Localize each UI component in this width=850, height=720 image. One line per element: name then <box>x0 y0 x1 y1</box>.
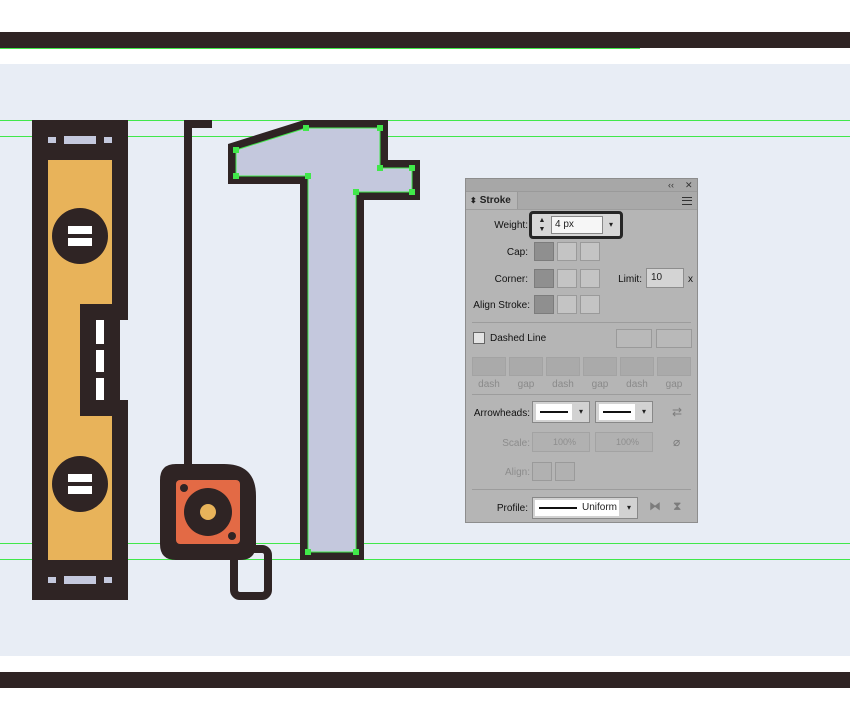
bottom-dark-bar <box>0 672 850 688</box>
link-scale-icon[interactable]: ⌀ <box>673 435 681 449</box>
miter-join-button[interactable] <box>534 269 554 288</box>
tab-stroke-label: Stroke <box>479 195 511 206</box>
dash-2-field[interactable] <box>546 357 580 376</box>
gap-1-field[interactable] <box>509 357 543 376</box>
arrowheads-label: Arrowheads: <box>473 408 530 419</box>
profile-label: Profile: <box>496 503 528 514</box>
profile-value: Uniform <box>581 502 617 513</box>
guide-line-lower-2[interactable] <box>0 559 850 560</box>
scale-end-input[interactable]: 100% <box>595 432 653 452</box>
panel-divider-2 <box>472 394 691 395</box>
panel-title-bar[interactable]: ‹‹ ✕ <box>466 179 697 192</box>
limit-unit: x <box>688 274 693 285</box>
chevron-down-icon[interactable]: ▾ <box>626 503 631 512</box>
stroke-panel: ‹‹ ✕ ⬍Stroke Weight: ▲▼ 4 px ▾ Cap: Corn… <box>465 178 698 523</box>
gap-3-label: gap <box>665 379 683 390</box>
chevron-down-icon[interactable]: ▼ <box>538 226 546 233</box>
dash-3-field[interactable] <box>620 357 654 376</box>
projecting-cap-button[interactable] <box>580 242 600 261</box>
corner-label: Corner: <box>494 274 528 285</box>
guide-line-lower-1[interactable] <box>0 543 850 544</box>
close-icon[interactable]: ✕ <box>685 180 693 190</box>
guide-line-upper-1[interactable] <box>0 120 850 121</box>
dash-2-label: dash <box>552 379 574 390</box>
chevron-down-icon[interactable]: ▾ <box>578 407 583 416</box>
gap-3-field[interactable] <box>657 357 691 376</box>
align-outside-button[interactable] <box>580 295 600 314</box>
dash-1-label: dash <box>478 379 500 390</box>
panel-divider-1 <box>472 322 691 323</box>
round-cap-button[interactable] <box>557 242 577 261</box>
arrow-extend-button[interactable] <box>532 462 552 481</box>
gap-1-label: gap <box>517 379 535 390</box>
round-join-button[interactable] <box>557 269 577 288</box>
tab-stroke[interactable]: ⬍Stroke <box>466 192 518 209</box>
align-stroke-label: Align Stroke: <box>473 300 530 311</box>
profile-select[interactable]: Uniform ▾ <box>532 497 638 519</box>
arrow-place-button[interactable] <box>555 462 575 481</box>
weight-dropdown-icon[interactable]: ▾ <box>608 220 613 229</box>
dash-1-field[interactable] <box>472 357 506 376</box>
butt-cap-button[interactable] <box>534 242 554 261</box>
gap-2-label: gap <box>591 379 609 390</box>
artboard-canvas[interactable] <box>0 64 850 656</box>
gap-2-field[interactable] <box>583 357 617 376</box>
flip-vertical-icon[interactable]: ⧗ <box>673 499 682 513</box>
align-arrow-label: Align: <box>504 467 530 478</box>
dashed-line-checkbox[interactable] <box>473 332 485 344</box>
guide-line-upper-2[interactable] <box>0 136 850 137</box>
bevel-join-button[interactable] <box>580 269 600 288</box>
dash-preserve-button[interactable] <box>616 329 652 348</box>
guide-line-top[interactable] <box>0 48 640 49</box>
canvas-white-strip <box>640 48 850 64</box>
dash-align-button[interactable] <box>656 329 692 348</box>
scale-label: Scale: <box>502 438 530 449</box>
arrowhead-start-select[interactable]: ▾ <box>532 401 590 423</box>
double-chevron-left-icon[interactable]: ‹‹ <box>668 180 674 190</box>
panel-divider-3 <box>472 489 691 490</box>
arrowhead-end-select[interactable]: ▾ <box>595 401 653 423</box>
weight-control: ▲▼ 4 px ▾ <box>529 211 623 239</box>
weight-input[interactable]: 4 px <box>551 216 603 234</box>
swap-arrowheads-icon[interactable]: ⇄ <box>672 405 683 419</box>
flip-horizontal-icon[interactable]: ⧓ <box>649 499 661 513</box>
dashed-line-label: Dashed Line <box>490 333 547 344</box>
top-dark-bar <box>0 32 850 48</box>
limit-input[interactable]: 10 <box>646 268 684 288</box>
panel-tab-bar: ⬍Stroke <box>466 192 697 210</box>
align-inside-button[interactable] <box>557 295 577 314</box>
weight-label: Weight: <box>494 220 528 231</box>
align-center-button[interactable] <box>534 295 554 314</box>
dash-3-label: dash <box>626 379 648 390</box>
chevron-up-icon[interactable]: ▲ <box>538 217 546 224</box>
spirit-level[interactable] <box>32 120 128 600</box>
scale-start-input[interactable]: 100% <box>532 432 590 452</box>
expand-toggle-icon[interactable]: ⬍ <box>470 196 477 205</box>
weight-stepper[interactable]: ▲▼ <box>534 216 550 234</box>
tape-measure[interactable] <box>160 120 272 600</box>
chevron-down-icon[interactable]: ▾ <box>641 407 646 416</box>
cap-label: Cap: <box>506 247 528 258</box>
limit-label: Limit: <box>618 274 642 285</box>
panel-menu-icon[interactable] <box>682 197 692 205</box>
hammer[interactable] <box>228 120 420 560</box>
